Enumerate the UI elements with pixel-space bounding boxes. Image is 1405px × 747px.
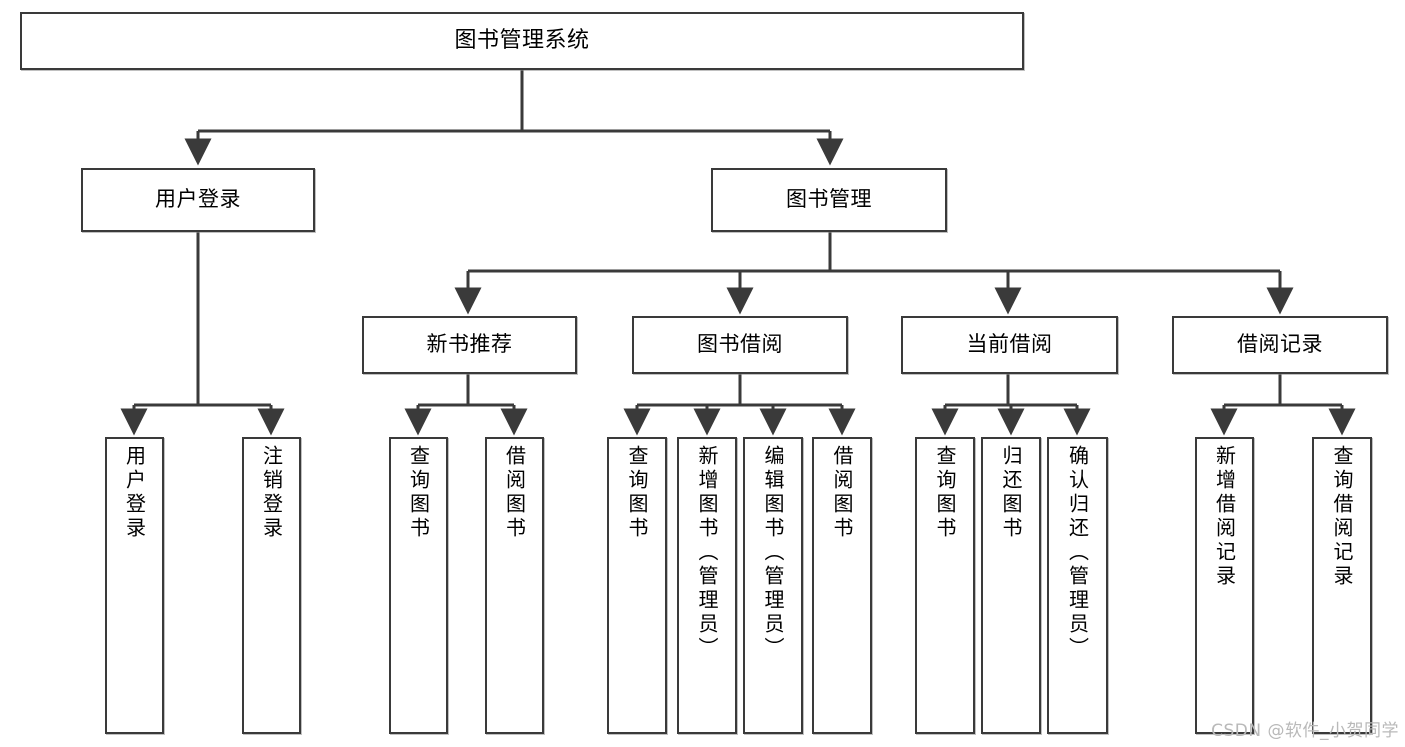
node-leaf-confirm-return-label: 确认归还（管理员） (1065, 445, 1090, 661)
node-borrow-record[interactable]: 借阅记录 (1172, 316, 1388, 374)
node-leaf-edit-book[interactable]: 编辑图书（管理员） (743, 437, 803, 734)
node-new-book-recommend[interactable]: 新书推荐 (362, 316, 577, 374)
node-borrow-record-label: 借阅记录 (1237, 332, 1323, 357)
node-leaf-query-book-1[interactable]: 查询图书 (389, 437, 448, 734)
node-leaf-user-login[interactable]: 用户登录 (105, 437, 164, 734)
node-leaf-borrow-book-2-label: 借阅图书 (830, 445, 854, 541)
node-leaf-user-login-label: 用户登录 (122, 445, 147, 541)
node-book-management-label: 图书管理 (786, 187, 872, 212)
node-leaf-edit-book-label: 编辑图书（管理员） (761, 445, 785, 661)
node-leaf-query-book-2-label: 查询图书 (625, 445, 649, 541)
node-book-borrow-label: 图书借阅 (697, 332, 783, 357)
node-leaf-add-record[interactable]: 新增借阅记录 (1195, 437, 1254, 734)
node-leaf-return-book-label: 归还图书 (999, 445, 1023, 541)
node-leaf-logout[interactable]: 注销登录 (242, 437, 301, 734)
node-leaf-query-book-2[interactable]: 查询图书 (607, 437, 667, 734)
node-current-borrow-label: 当前借阅 (966, 332, 1053, 357)
node-leaf-query-record[interactable]: 查询借阅记录 (1312, 437, 1372, 734)
node-leaf-return-book[interactable]: 归还图书 (981, 437, 1041, 734)
node-leaf-borrow-book-1[interactable]: 借阅图书 (485, 437, 544, 734)
node-leaf-confirm-return[interactable]: 确认归还（管理员） (1047, 437, 1108, 734)
node-user-login-label: 用户登录 (155, 187, 241, 212)
node-leaf-add-record-label: 新增借阅记录 (1212, 445, 1237, 589)
node-user-login[interactable]: 用户登录 (81, 168, 315, 232)
node-leaf-query-book-3-label: 查询图书 (933, 445, 957, 541)
node-book-borrow[interactable]: 图书借阅 (632, 316, 848, 374)
node-leaf-borrow-book-1-label: 借阅图书 (502, 445, 527, 541)
node-leaf-borrow-book-2[interactable]: 借阅图书 (812, 437, 872, 734)
node-root[interactable]: 图书管理系统 (20, 12, 1024, 70)
node-leaf-add-book[interactable]: 新增图书（管理员） (677, 437, 737, 734)
node-leaf-query-record-label: 查询借阅记录 (1330, 445, 1354, 589)
watermark: CSDN @软件_小贺同学 (1211, 721, 1399, 741)
node-root-label: 图书管理系统 (454, 27, 590, 53)
node-new-book-recommend-label: 新书推荐 (426, 332, 513, 357)
node-current-borrow[interactable]: 当前借阅 (901, 316, 1118, 374)
node-leaf-add-book-label: 新增图书（管理员） (695, 445, 719, 661)
node-book-management[interactable]: 图书管理 (711, 168, 947, 232)
node-leaf-query-book-1-label: 查询图书 (406, 445, 431, 541)
node-leaf-logout-label: 注销登录 (259, 445, 284, 541)
node-leaf-query-book-3[interactable]: 查询图书 (915, 437, 975, 734)
